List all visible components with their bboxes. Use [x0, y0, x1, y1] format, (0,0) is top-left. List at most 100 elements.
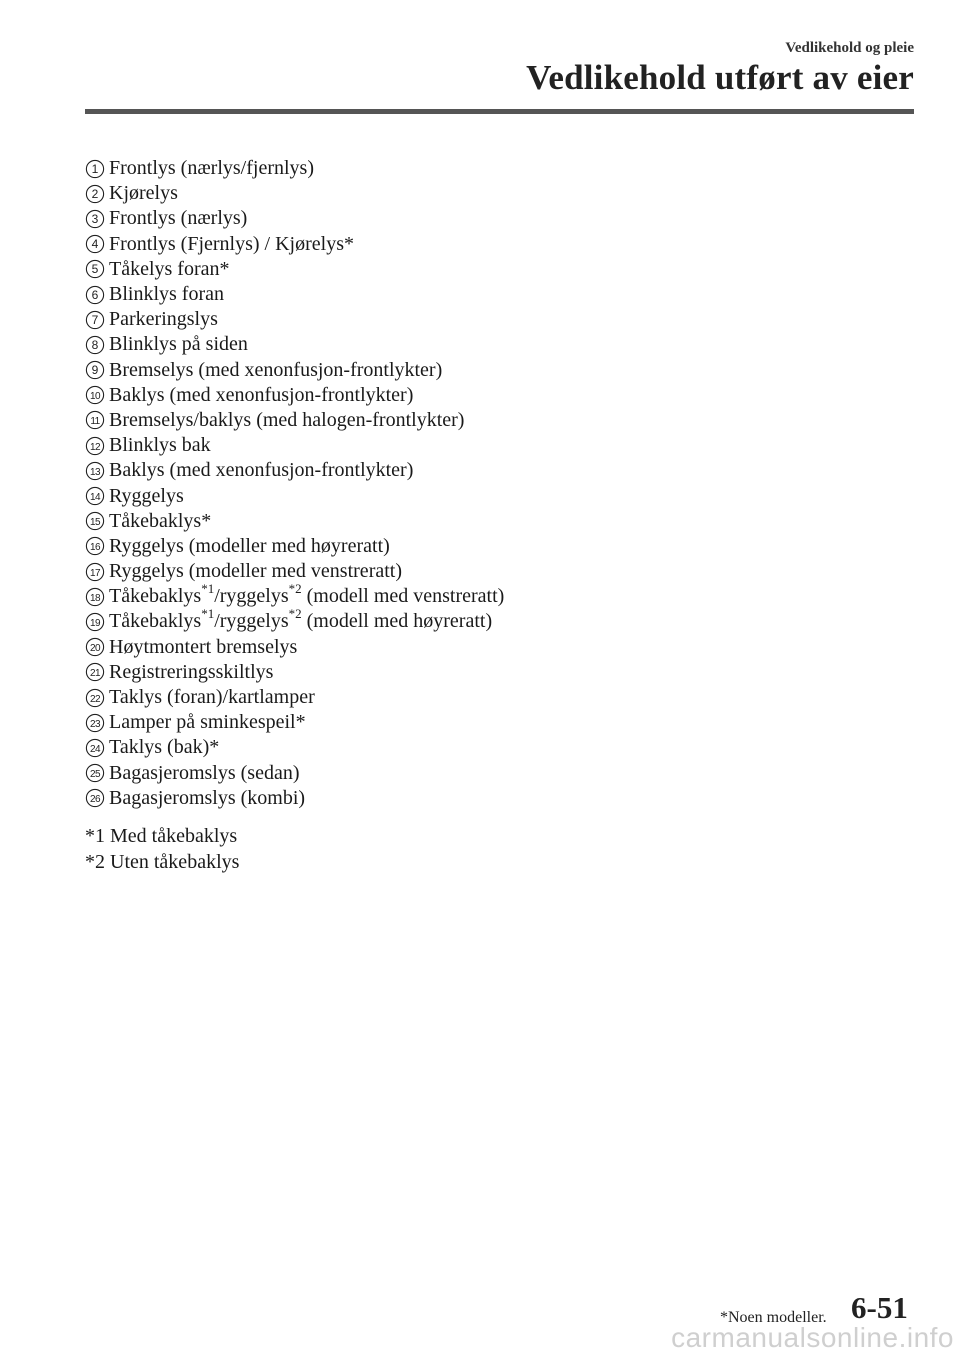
item-label: Taklys (bak)* — [109, 736, 220, 759]
item-label: Baklys (med xenonfusjon-frontlykter) — [109, 459, 414, 482]
list-item: 6 Blinklys foran — [85, 282, 504, 307]
footer-note: *Noen modeller. — [720, 1309, 827, 1326]
item-number-badge: 2 — [85, 184, 105, 204]
list-item: 16 Ryggelys (modeller med høyreratt) — [85, 534, 504, 559]
svg-text:21: 21 — [90, 669, 101, 680]
item-number-badge: 7 — [85, 310, 105, 330]
item-label: Tåkebaklys*1/ryggelys*2 (modell med vens… — [109, 580, 505, 609]
list-item: 25 Bagasjeromslys (sedan) — [85, 761, 504, 786]
svg-text:17: 17 — [90, 568, 101, 579]
item-label: Blinklys på siden — [109, 333, 248, 356]
list-item: 7 Parkeringslys — [85, 307, 504, 332]
item-number-badge: 11 — [85, 410, 105, 430]
page-title: Vedlikehold utført av eier — [526, 58, 914, 97]
item-label: Bagasjeromslys (kombi) — [109, 786, 306, 809]
item-number-badge: 23 — [85, 713, 105, 733]
list-item: 14 Ryggelys — [85, 483, 504, 508]
item-label: Ryggelys (modeller med høyreratt) — [109, 534, 390, 557]
page-number: 6-51 — [851, 1290, 908, 1325]
label-part: Tåkebaklys — [109, 610, 202, 633]
item-label: Lamper på sminkespeil* — [109, 711, 306, 734]
item-label: Ryggelys — [109, 484, 184, 507]
item-number-badge: 18 — [85, 587, 105, 607]
watermark: carmanualsonline.info — [671, 1322, 954, 1353]
svg-text:15: 15 — [90, 517, 101, 528]
svg-text:14: 14 — [90, 492, 101, 503]
header-rule — [85, 109, 914, 114]
item-label: Blinklys bak — [109, 434, 211, 457]
list-item: 13 Baklys (med xenonfusjon-frontlykter) — [85, 458, 504, 483]
footnote-marker: *1 — [201, 580, 215, 596]
svg-text:7: 7 — [92, 313, 99, 327]
svg-text:3: 3 — [92, 212, 99, 226]
footnote-marker: *1 — [201, 605, 215, 621]
footnote-1: *1 Med tåkebaklys — [85, 825, 238, 847]
item-label: Tåkebaklys* — [109, 509, 212, 532]
svg-text:9: 9 — [92, 363, 99, 377]
item-number-badge: 14 — [85, 486, 105, 506]
label-part: /ryggelys — [214, 610, 289, 633]
item-label: Tåkelys foran* — [109, 257, 230, 280]
list-item: 19 Tåkebaklys*1/ryggelys*2 (modell med h… — [85, 605, 504, 634]
item-number-badge: 12 — [85, 436, 105, 456]
svg-text:22: 22 — [90, 694, 101, 705]
list-item: 23 Lamper på sminkespeil* — [85, 710, 504, 735]
list-item: 9 Bremselys (med xenonfusjon-frontlykter… — [85, 358, 504, 383]
item-number-badge: 10 — [85, 385, 105, 405]
svg-text:24: 24 — [90, 744, 101, 755]
label-part: (modell med venstreratt) — [301, 585, 505, 608]
svg-text:19: 19 — [90, 618, 101, 629]
item-label: Høytmontert bremselys — [109, 635, 298, 658]
item-label: Taklys (foran)/kartlamper — [109, 686, 315, 709]
footnote-marker: *2 — [288, 580, 302, 596]
item-number-badge: 13 — [85, 461, 105, 481]
item-number-badge: 9 — [85, 360, 105, 380]
svg-text:23: 23 — [90, 719, 101, 730]
item-number-badge: 15 — [85, 511, 105, 531]
footnote-marker: *2 — [288, 605, 302, 621]
header-section-label: Vedlikehold og pleie — [785, 40, 914, 56]
svg-text:11: 11 — [90, 417, 100, 428]
list-item: 12 Blinklys bak — [85, 433, 504, 458]
item-number-badge: 8 — [85, 335, 105, 355]
item-number-badge: 22 — [85, 688, 105, 708]
list-item: 2 Kjørelys — [85, 181, 504, 206]
list-item: 3 Frontlys (nærlys) — [85, 206, 504, 231]
footnote-2: *2 Uten tåkebaklys — [85, 851, 240, 873]
item-label: Frontlys (Fjernlys) / Kjørelys* — [109, 232, 354, 255]
footnotes: *1 Med tåkebaklys *2 Uten tåkebaklys — [85, 823, 239, 875]
list-item: 8 Blinklys på siden — [85, 332, 504, 357]
list-item: 10 Baklys (med xenonfusjon-frontlykter) — [85, 383, 504, 408]
list-item: 17 Ryggelys (modeller med venstreratt) — [85, 559, 504, 584]
label-part: (modell med høyreratt) — [301, 610, 493, 633]
item-number-badge: 19 — [85, 612, 105, 632]
item-label: Bremselys/baklys (med halogen-frontlykte… — [109, 408, 465, 431]
label-part: Tåkebaklys — [109, 585, 202, 608]
svg-text:2: 2 — [92, 187, 99, 201]
item-label: Frontlys (nærlys/fjernlys) — [109, 157, 314, 180]
list-item: 26 Bagasjeromslys (kombi) — [85, 786, 504, 811]
item-number-badge: 21 — [85, 662, 105, 682]
label-part: /ryggelys — [214, 585, 289, 608]
svg-text:10: 10 — [90, 391, 101, 402]
item-label: Bremselys (med xenonfusjon-frontlykter) — [109, 358, 443, 381]
parts-list: 1 Frontlys (nærlys/fjernlys) 2 Kjørelys … — [85, 156, 504, 811]
svg-text:6: 6 — [92, 288, 99, 302]
item-number-badge: 6 — [85, 285, 105, 305]
item-label: Baklys (med xenonfusjon-frontlykter) — [109, 383, 414, 406]
item-label: Blinklys foran — [109, 283, 224, 306]
list-item: 24 Taklys (bak)* — [85, 735, 504, 760]
svg-text:25: 25 — [90, 769, 101, 780]
list-item: 18 Tåkebaklys*1/ryggelys*2 (modell med v… — [85, 580, 505, 609]
svg-text:4: 4 — [92, 237, 99, 251]
list-item: 1 Frontlys (nærlys/fjernlys) — [85, 156, 504, 181]
list-item: 22 Taklys (foran)/kartlamper — [85, 685, 504, 710]
svg-text:16: 16 — [90, 543, 101, 554]
svg-text:20: 20 — [90, 643, 101, 654]
item-label: Tåkebaklys*1/ryggelys*2 (modell med høyr… — [109, 605, 493, 634]
item-label: Registreringsskiltlys — [109, 660, 274, 683]
item-number-badge: 1 — [85, 159, 105, 179]
item-number-badge: 25 — [85, 763, 105, 783]
list-item: 5 Tåkelys foran* — [85, 257, 504, 282]
item-number-badge: 16 — [85, 536, 105, 556]
